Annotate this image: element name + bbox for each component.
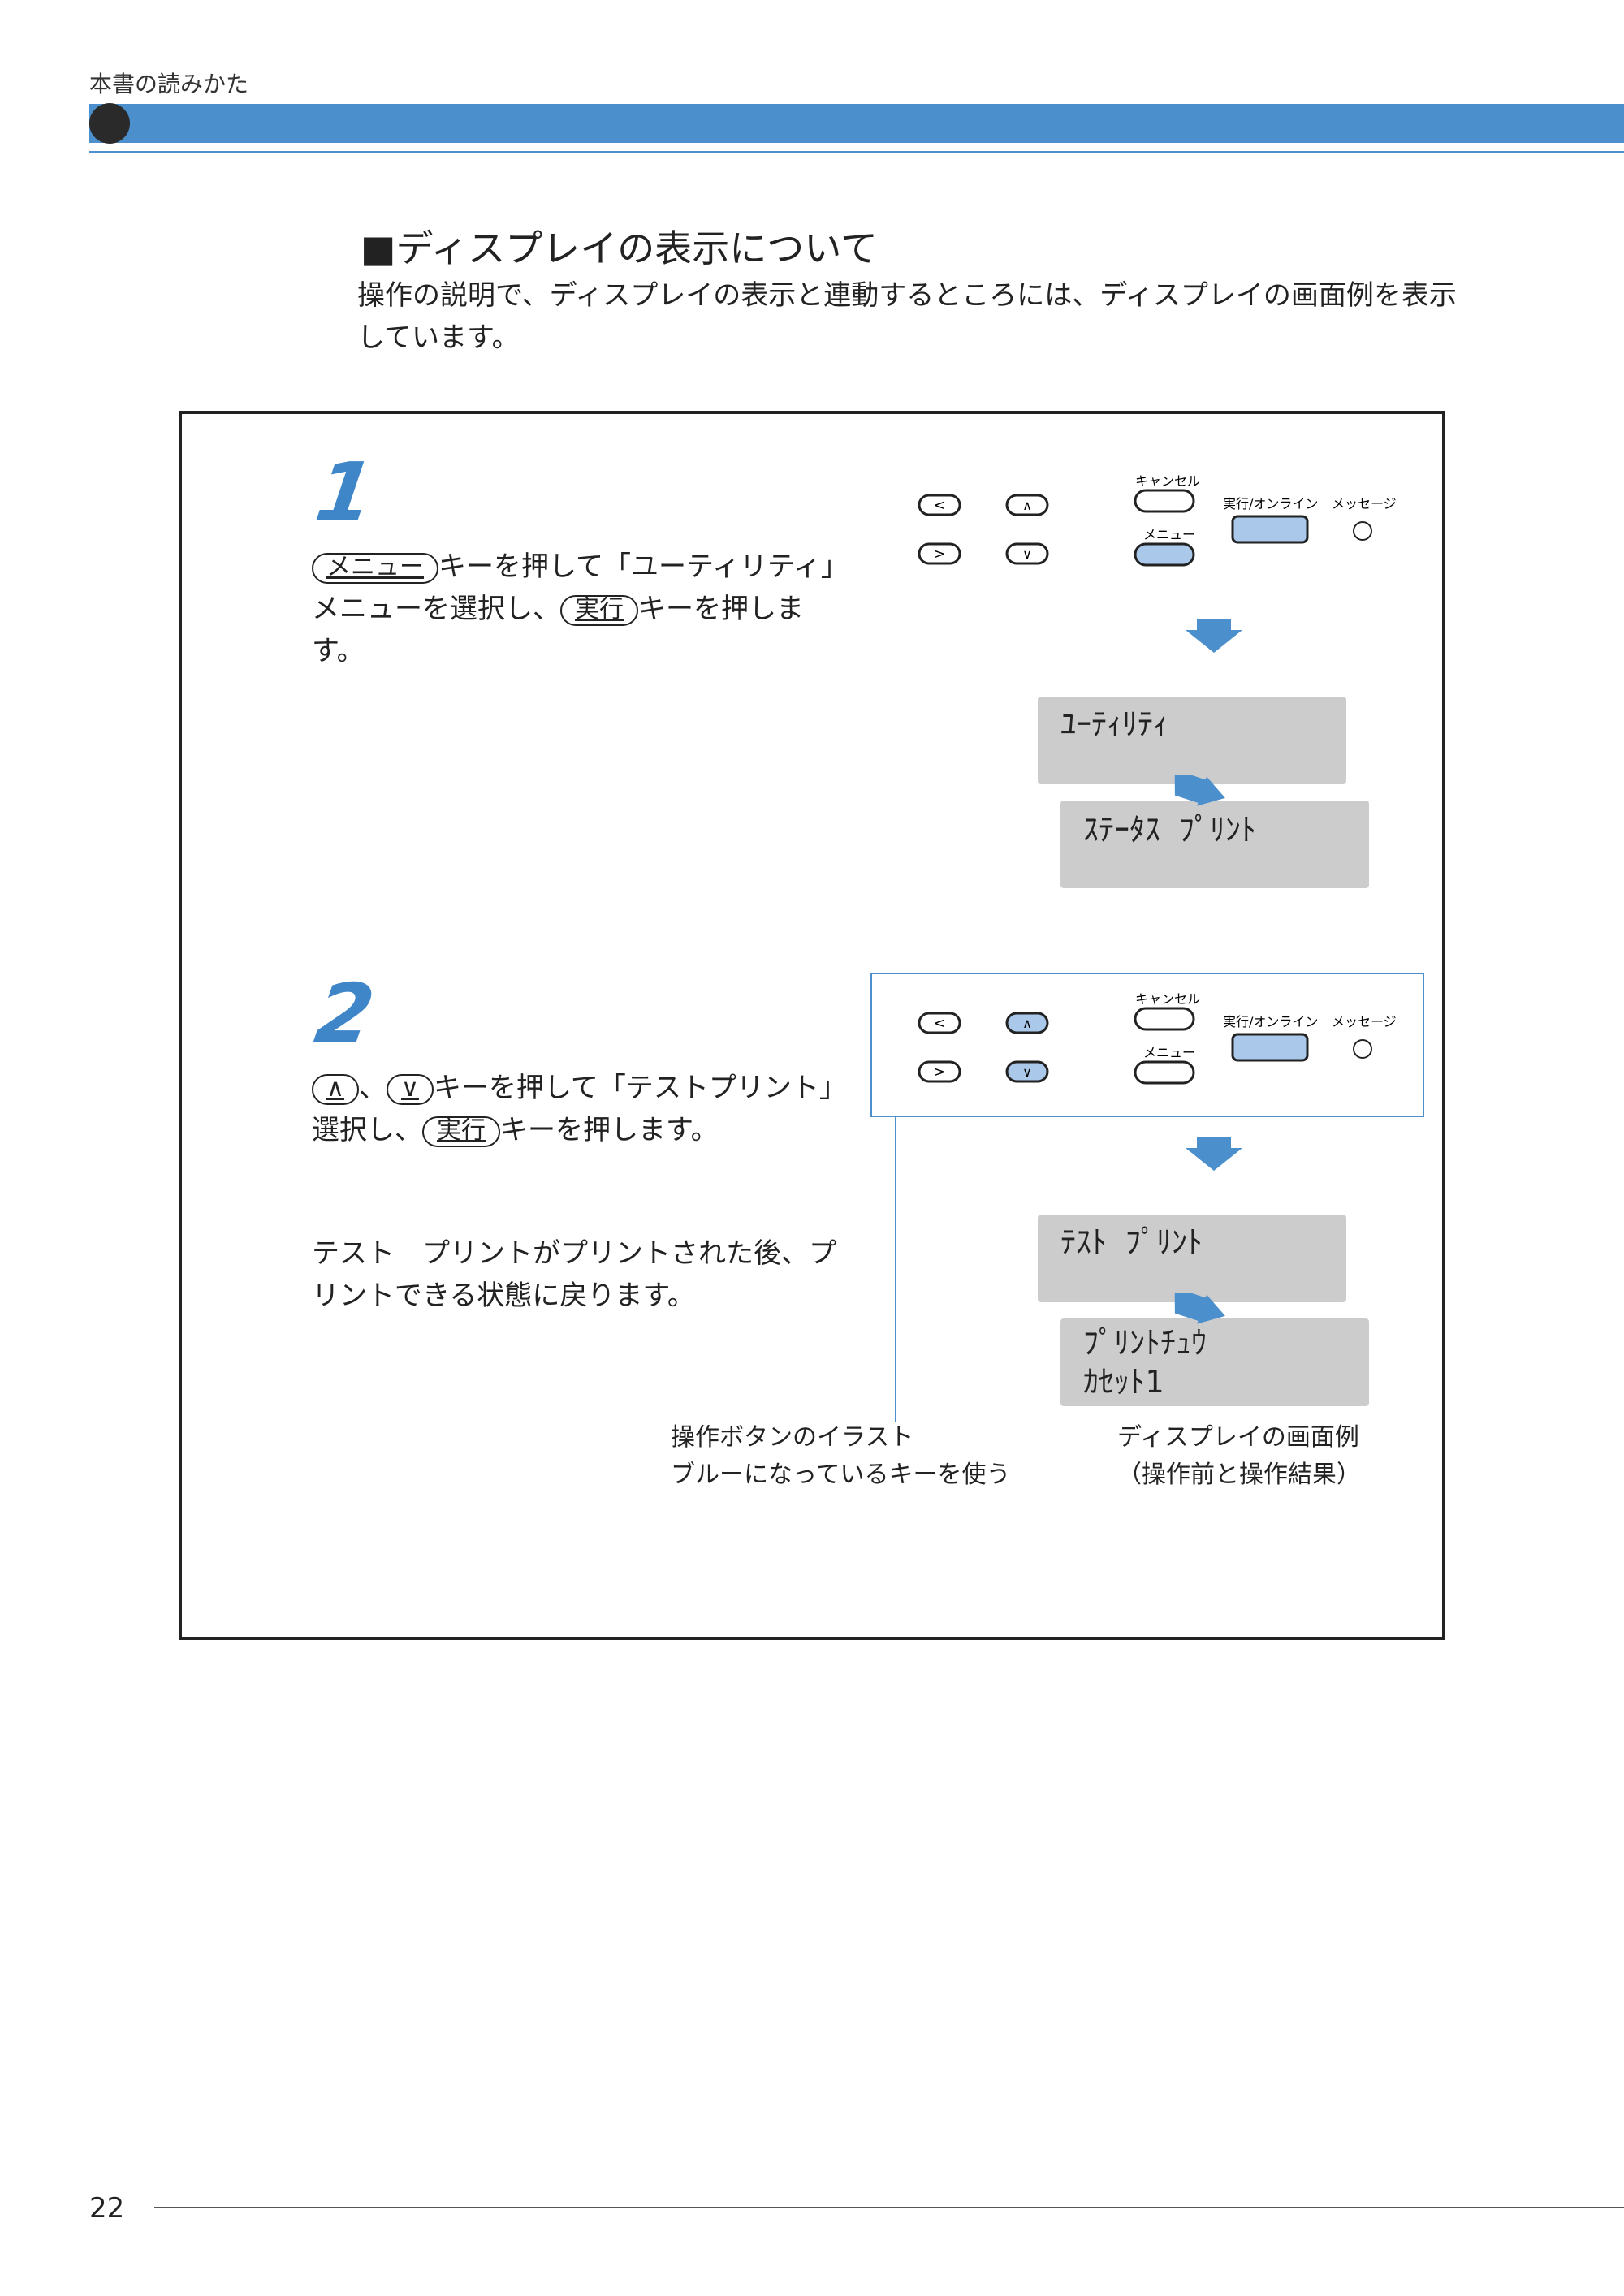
message-label: メッセージ <box>1332 496 1397 511</box>
example-frame <box>179 411 1445 1640</box>
exec-online-label: 実行/オンライン <box>1223 496 1318 511</box>
down-key <box>1005 542 1049 565</box>
left-key-glyph: < <box>933 1015 945 1032</box>
exec-online-key-highlighted <box>1231 1033 1309 1062</box>
step-1-text-b: キーを押します。 <box>312 593 804 667</box>
caption-display: ディスプレイの画面例 （操作前と操作結果） <box>1117 1419 1410 1494</box>
message-lamp <box>1353 1039 1372 1059</box>
caption-buttons-line1: 操作ボタンのイラスト <box>671 1423 914 1452</box>
caption-leader-line <box>895 1117 896 1422</box>
cancel-key <box>1134 489 1195 513</box>
display-before-step-2: ﾃｽﾄ ﾌﾟﾘﾝﾄ <box>1038 1215 1346 1302</box>
control-panel-step-1: < ∧ > ∨ キャンセル メニュー 実行/オンライン メッセージ <box>918 473 1397 567</box>
caption-display-line1: ディスプレイの画面例 <box>1117 1423 1359 1452</box>
left-key <box>918 1012 961 1034</box>
display-after-step-2-line2: ｶｾｯﾄ1 <box>1083 1364 1164 1400</box>
step-2-sep: 、 <box>358 1072 387 1104</box>
caption-buttons-line2: ブルーになっているキーを使う <box>671 1461 1011 1489</box>
down-key-glyph: ∨ <box>1022 1064 1032 1080</box>
down-arrow-icon <box>1186 1137 1242 1171</box>
menu-key-highlighted <box>1134 542 1195 567</box>
left-key <box>918 494 961 516</box>
step-2-text: ∧、∨キーを押して「テストプリント」選択し、実行キーを押します。 <box>312 1067 848 1151</box>
step-1-text-a: キーを押して「ユーティリティ」メニューを選択し、 <box>312 550 835 625</box>
cancel-label: キャンセル <box>1135 473 1200 489</box>
down-arrow-icon <box>1186 619 1242 653</box>
down-key-label: ∨ <box>386 1073 434 1105</box>
step-2-text-a: キーを押して「テストプリント」選択し、 <box>312 1072 847 1146</box>
intro-paragraph: 操作の説明で、ディスプレイの表示と連動するところには、ディスプレイの画面例を表示… <box>357 279 1457 354</box>
header-dot <box>89 103 130 144</box>
button-illustration-box <box>870 973 1424 1117</box>
down-key-highlighted <box>1005 1060 1049 1083</box>
menu-key <box>1134 1060 1195 1085</box>
header-rule <box>89 151 1624 153</box>
step-2-text-b: キーを押します。 <box>500 1114 719 1146</box>
right-key <box>918 1060 961 1083</box>
step-1-text: メニューキーを押して「ユーティリティ」メニューを選択し、実行キーを押します。 <box>312 546 848 672</box>
transition-arrow-icon <box>1174 775 1225 806</box>
down-key-glyph: ∨ <box>1022 546 1032 562</box>
message-lamp <box>1353 521 1372 541</box>
display-after-step-2-line1: ﾌﾟﾘﾝﾄﾁｭｳ <box>1083 1325 1207 1361</box>
exec-key-label: 実行 <box>560 594 638 626</box>
menu-key-label: メニュー <box>312 552 438 584</box>
up-key <box>1005 494 1049 516</box>
right-key-glyph: > <box>933 546 945 563</box>
display-after-step-1: ｽﾃｰﾀｽ ﾌﾟﾘﾝﾄ <box>1060 801 1369 888</box>
header-bar <box>89 104 1624 143</box>
right-key <box>918 542 961 565</box>
footer-rule <box>154 2207 1624 2208</box>
display-before-step-1: ﾕｰﾃｨﾘﾃｨ <box>1038 697 1346 784</box>
exec-key-label-2: 実行 <box>422 1116 500 1147</box>
up-key-glyph: ∧ <box>1022 498 1032 513</box>
exec-online-label: 実行/オンライン <box>1223 1014 1318 1029</box>
caption-buttons: 操作ボタンのイラスト ブルーになっているキーを使う <box>671 1419 1060 1494</box>
up-key-highlighted <box>1005 1012 1049 1034</box>
display-after-step-2: ﾌﾟﾘﾝﾄﾁｭｳ ｶｾｯﾄ1 <box>1060 1318 1369 1406</box>
up-key-label: ∧ <box>312 1073 359 1105</box>
caption-display-line2: （操作前と操作結果） <box>1117 1461 1361 1489</box>
section-heading: ■ディスプレイの表示について <box>361 227 878 270</box>
page-number: 22 <box>89 2192 125 2225</box>
left-key-glyph: < <box>933 497 945 514</box>
step-2-note: テスト プリントがプリントされた後、プリントできる状態に戻ります。 <box>312 1237 836 1312</box>
up-key-glyph: ∧ <box>1022 1016 1032 1031</box>
cancel-key <box>1134 1007 1195 1031</box>
running-header: 本書の読みかた <box>89 71 249 97</box>
menu-label: メニュー <box>1143 527 1195 542</box>
menu-label: メニュー <box>1143 1045 1195 1060</box>
right-key-glyph: > <box>933 1064 945 1081</box>
control-panel-step-2: < ∧ > ∨ キャンセル メニュー 実行/オンライン メッセージ <box>918 991 1397 1085</box>
message-label: メッセージ <box>1332 1014 1397 1029</box>
cancel-label: キャンセル <box>1135 991 1200 1007</box>
exec-online-key-highlighted <box>1231 515 1309 544</box>
transition-arrow-icon <box>1174 1293 1225 1324</box>
